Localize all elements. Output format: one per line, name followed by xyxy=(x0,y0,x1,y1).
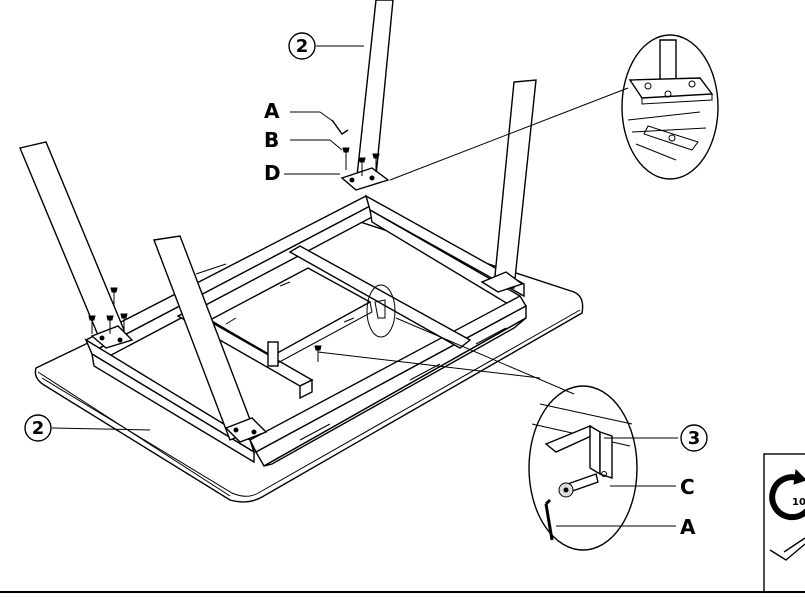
label-C-bolt: C xyxy=(680,475,695,499)
part-number-3: 3 xyxy=(688,428,701,449)
rotation-count: 100 xyxy=(792,497,805,508)
screw xyxy=(106,315,114,334)
rotation-count-icon: 100 xyxy=(769,468,805,521)
screw xyxy=(372,153,380,172)
callout-3: 3 xyxy=(680,424,708,452)
label-A-hex-key-detail: A xyxy=(680,515,696,539)
leader-line xyxy=(317,351,541,379)
leader-line xyxy=(389,87,629,181)
label-B-screw: B xyxy=(264,128,279,152)
part-number-2: 2 xyxy=(296,36,309,57)
screw xyxy=(342,147,350,170)
screw xyxy=(110,287,118,306)
callout-lines xyxy=(51,45,678,527)
screw xyxy=(88,315,96,334)
table-top xyxy=(34,217,584,503)
label-D-washer: D xyxy=(264,161,281,185)
callout-2-left: 2 xyxy=(24,414,52,442)
leader-line xyxy=(395,317,575,395)
label-A-hex-key: A xyxy=(264,99,280,123)
part-number-2: 2 xyxy=(32,418,45,439)
hex-key-tool-icon xyxy=(769,537,805,561)
hex-key-icon xyxy=(331,119,349,135)
screw xyxy=(314,345,322,362)
screw xyxy=(358,157,366,176)
screw xyxy=(120,313,128,332)
screws xyxy=(88,147,380,362)
detail-circle-leg-plate xyxy=(621,34,719,180)
callout-2-top: 2 xyxy=(288,32,316,60)
detail-marker-small xyxy=(366,284,396,338)
tools-panel: 100 xyxy=(763,453,805,593)
detail-circle-bracket xyxy=(528,385,638,551)
